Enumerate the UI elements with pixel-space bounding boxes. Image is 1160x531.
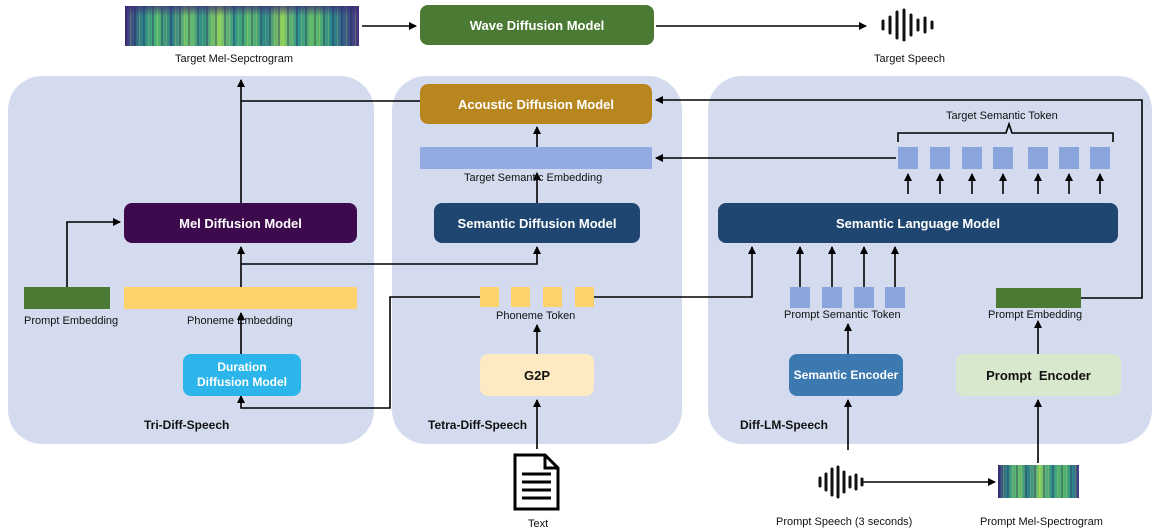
target-semantic-token-5 <box>1028 147 1048 169</box>
semantic-diffusion-model-box: Semantic Diffusion Model <box>434 203 640 243</box>
text-label: Text <box>528 518 549 530</box>
acoustic-diffusion-model-box: Acoustic Diffusion Model <box>420 84 652 124</box>
semantic-encoder-box: Semantic Encoder <box>789 354 903 396</box>
target-semantic-token-1 <box>898 147 918 169</box>
wave-diffusion-model-box: Wave Diffusion Model <box>420 5 654 45</box>
phoneme-token-4 <box>575 287 594 307</box>
target-semantic-token-6 <box>1059 147 1079 169</box>
g2p-box: G2P <box>480 354 594 396</box>
prompt-semantic-token-label: Prompt Semantic Token <box>784 309 901 321</box>
text-document-icon <box>513 453 560 511</box>
tetra-diff-speech-label: Tetra-Diff-Speech <box>428 418 528 432</box>
semantic-language-model-box: Semantic Language Model <box>718 203 1118 243</box>
target-semantic-token-4 <box>993 147 1013 169</box>
prompt-mel-spectrogram-image <box>998 465 1079 498</box>
target-semantic-token-3 <box>962 147 982 169</box>
diff-lm-speech-label: Diff-LM-Speech <box>740 418 828 432</box>
target-mel-spectrogram-label: Target Mel-Sepctrogram <box>175 53 293 65</box>
phoneme-token-2 <box>511 287 530 307</box>
prompt-speech-waveform-icon <box>818 465 864 499</box>
phoneme-token-1 <box>480 287 499 307</box>
target-semantic-token-2 <box>930 147 950 169</box>
prompt-semantic-token-3 <box>854 287 874 308</box>
mel-diffusion-model-box: Mel Diffusion Model <box>124 203 357 243</box>
prompt-semantic-token-2 <box>822 287 842 308</box>
prompt-semantic-token-4 <box>885 287 905 308</box>
prompt-embedding-bar-right <box>996 288 1081 308</box>
prompt-speech-label: Prompt Speech (3 seconds) <box>776 516 913 528</box>
phoneme-token-label: Phoneme Token <box>496 310 576 322</box>
prompt-mel-spectrogram-label: Prompt Mel-Spectrogram <box>980 516 1103 528</box>
prompt-embedding-bar-left <box>24 287 110 309</box>
duration-diffusion-model-box: Duration Diffusion Model <box>183 354 301 396</box>
target-semantic-token-7 <box>1090 147 1110 169</box>
prompt-embedding-label-left: Prompt Embedding <box>24 315 119 327</box>
target-speech-label: Target Speech <box>874 53 945 65</box>
prompt-semantic-token-1 <box>790 287 810 308</box>
target-semantic-token-label: Target Semantic Token <box>946 110 1058 122</box>
target-mel-spectrogram-image <box>125 6 359 46</box>
tri-diff-speech-label: Tri-Diff-Speech <box>144 418 230 432</box>
prompt-embedding-label-right: Prompt Embedding <box>988 309 1083 321</box>
prompt-encoder-box: Prompt Encoder <box>956 354 1121 396</box>
target-semantic-embedding-label: Target Semantic Embedding <box>464 172 603 184</box>
phoneme-embedding-bar <box>124 287 357 309</box>
target-speech-waveform-icon <box>881 8 934 42</box>
phoneme-token-3 <box>543 287 562 307</box>
phoneme-embedding-label: Phoneme Embedding <box>187 315 293 327</box>
target-semantic-embedding-bar <box>420 147 652 169</box>
